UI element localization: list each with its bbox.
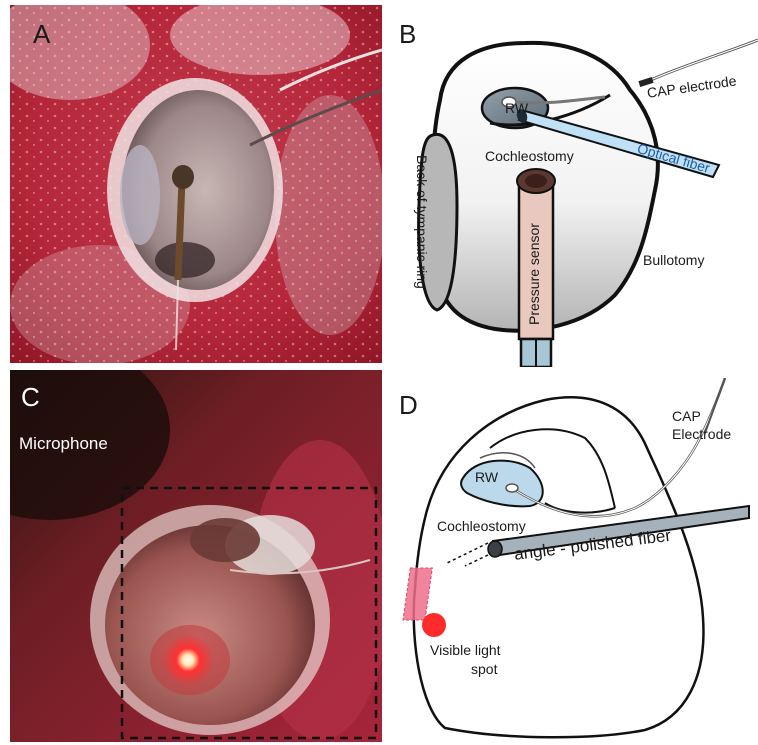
panel-label-d: D [399, 390, 418, 421]
label-spot: spot [471, 661, 497, 677]
panel-c-photo: C Microphone [10, 370, 382, 742]
panel-label-b: B [399, 19, 416, 50]
label-electrode-d: Electrode [672, 426, 731, 442]
label-rw-b: RW [505, 100, 528, 116]
label-cochleostomy-d: Cochleostomy [437, 518, 526, 534]
label-rw-d: RW [475, 469, 498, 485]
label-cap-d: CAP [672, 408, 701, 424]
panel-label-a: A [33, 19, 50, 50]
label-visible-light: Visible light [430, 642, 501, 658]
label-microphone: Microphone [19, 434, 108, 454]
surgical-photo-c [10, 370, 382, 742]
schematic-b [385, 5, 758, 367]
panel-label-c: C [21, 382, 40, 413]
panel-a-photo: A [10, 5, 382, 363]
bulla-outline-d [414, 397, 704, 737]
visible-light-spot [422, 613, 446, 637]
panel-d-diagram: D CAP Electrode RW Cochleostomy angle - … [385, 378, 758, 742]
label-tympanic-ring: Back of tympanic ring [414, 155, 430, 289]
surgical-photo-a [10, 5, 382, 363]
label-bullotomy: Bullotomy [643, 252, 704, 268]
panel-b-diagram: B RW CAP electrode Optical fiber Cochleo… [385, 5, 758, 367]
label-cochleostomy-b: Cochleostomy [485, 148, 574, 164]
label-pressure-sensor: Pressure sensor [526, 223, 542, 325]
